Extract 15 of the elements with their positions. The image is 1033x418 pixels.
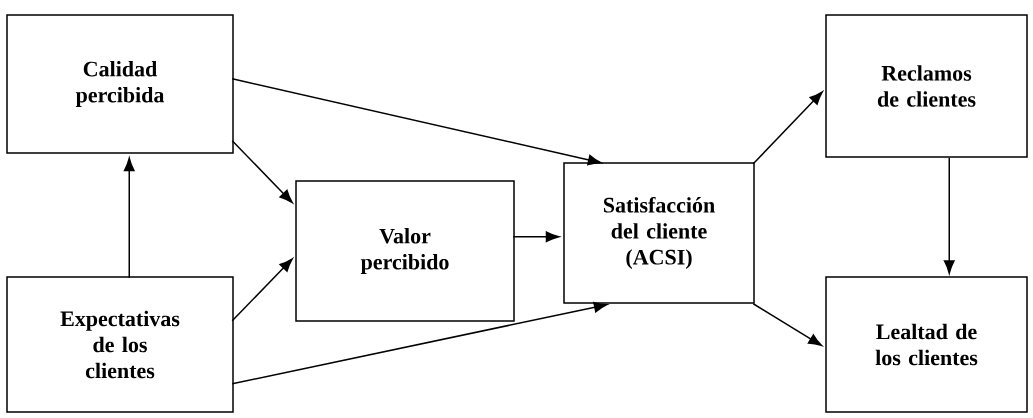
concept-box: Satisfacción del cliente (ACSI) — [563, 162, 755, 304]
arrow — [231, 301, 608, 385]
arrow — [123, 157, 135, 279]
concept-box: Reclamos de clientes — [825, 14, 1028, 158]
concept-box: Valor percibido — [295, 180, 515, 322]
arrow — [512, 231, 560, 243]
concept-box: Lealtad de los clientes — [825, 276, 1028, 413]
arrow — [752, 303, 823, 347]
arrow — [943, 157, 955, 274]
arrow — [752, 91, 823, 165]
concept-box: Calidad percibida — [6, 14, 234, 154]
arrow — [231, 140, 293, 204]
arrow — [231, 78, 602, 166]
concept-box: Expectativas de los clientes — [6, 276, 234, 413]
arrow — [231, 258, 293, 322]
